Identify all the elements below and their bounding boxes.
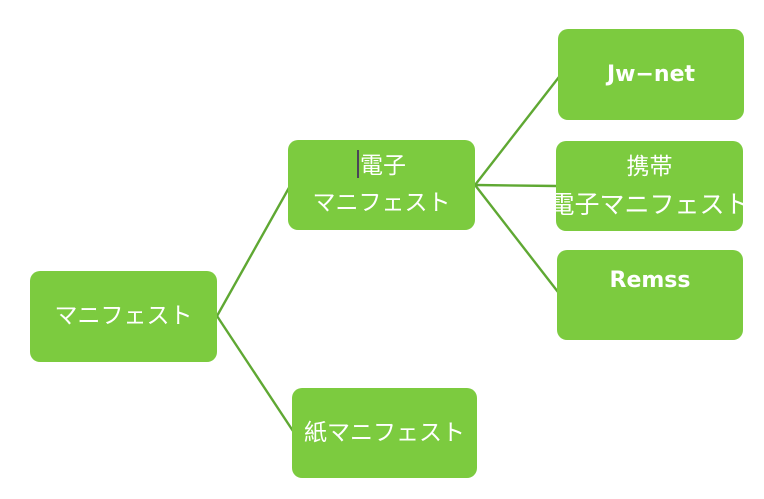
connector-electronic-remss (474, 184, 559, 293)
node-jwnet-label: Jw−net (606, 62, 696, 87)
connector-electronic-mobile (474, 183, 558, 188)
node-manifest[interactable]: マニフェスト (30, 271, 217, 362)
node-paper-manifest-label: 紙マニフェスト (304, 419, 465, 446)
text-cursor (357, 150, 359, 178)
node-jwnet[interactable]: Jw−net (558, 29, 744, 120)
connector-root-paper (215, 315, 295, 432)
node-electronic-manifest[interactable]: 電子 マニフェスト (288, 140, 475, 230)
connector-root-electronic (215, 185, 292, 317)
node-electronic-manifest-line2: マニフェスト (312, 190, 451, 216)
node-manifest-label: マニフェスト (54, 303, 193, 329)
node-remss[interactable]: Remss (557, 250, 743, 340)
node-remss-label: Remss (609, 268, 691, 293)
node-mobile-line2: 電子マニフェスト (549, 190, 750, 219)
node-mobile-line1: 携帯 (626, 154, 673, 180)
connector-electronic-jwnet (474, 76, 560, 186)
node-paper-manifest[interactable]: 紙マニフェスト (292, 388, 477, 478)
node-mobile-electronic-manifest[interactable]: 携帯 電子マニフェスト (550, 141, 750, 231)
node-electronic-manifest-line1: 電子 (357, 148, 406, 185)
